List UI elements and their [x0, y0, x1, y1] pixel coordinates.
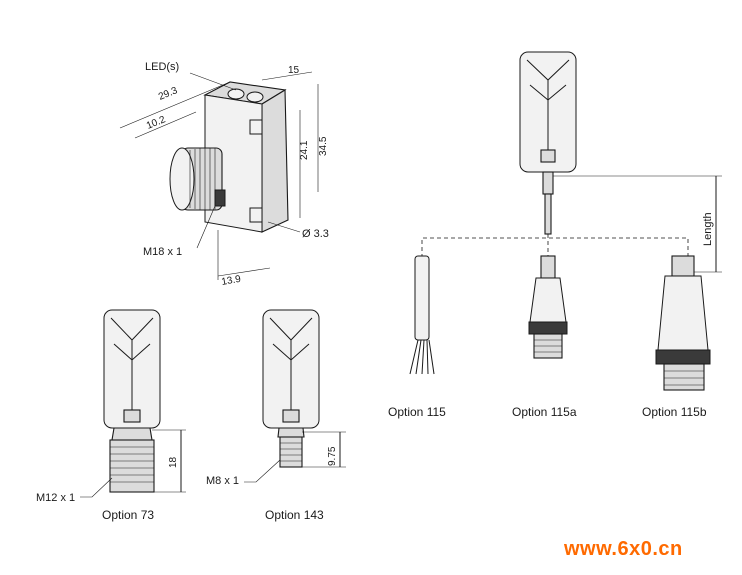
connector-collar — [111, 427, 153, 441]
dim-29-3: 29.3 — [157, 85, 180, 103]
sensor-side-face — [261, 89, 289, 233]
connector-115b-nut — [655, 349, 711, 365]
connector-115b-thread — [663, 363, 705, 391]
cable — [544, 193, 552, 235]
sensor-3d-view: LED(s) 15 29.3 10.2 24.1 34.5 13.9 M18 x… — [119, 61, 329, 288]
dim-18: 18 — [168, 456, 179, 468]
lens-face — [169, 147, 195, 211]
hole-diameter-label: Ø 3.3 — [302, 228, 329, 240]
dim-13-9: 13.9 — [221, 274, 243, 288]
led-dome — [246, 91, 264, 103]
option-143-view: 9.75 M8 x 1 Option 143 — [206, 309, 346, 522]
m12-thread — [109, 439, 155, 493]
connector-115b-body — [657, 275, 709, 351]
open-cable — [414, 255, 430, 341]
connector-115a-body — [529, 277, 567, 323]
m8-thread-label: M8 x 1 — [206, 475, 239, 487]
option-73-view: 18 M12 x 1 Option 73 — [36, 309, 186, 522]
m18-thread-label: M18 x 1 — [143, 246, 182, 258]
dim-34-5: 34.5 — [318, 136, 329, 156]
connector-collar — [277, 427, 305, 438]
option-115b-label: Option 115b — [642, 405, 707, 419]
cable-variant-view: Length Option 115 Option 115a Option 115… — [388, 51, 722, 419]
mounting-hole — [249, 119, 263, 135]
option-73-label: Option 73 — [102, 508, 154, 522]
leds-label: LED(s) — [145, 61, 179, 73]
dim-24-1: 24.1 — [299, 140, 310, 160]
dim-9-75: 9.75 — [327, 446, 338, 466]
dim-15: 15 — [288, 65, 300, 76]
option-115a-label: Option 115a — [512, 405, 577, 419]
option-143-label: Option 143 — [265, 508, 324, 522]
cable-gland — [542, 171, 554, 195]
length-label: Length — [702, 212, 714, 246]
branch-line — [421, 237, 689, 258]
mounting-hole — [249, 207, 263, 223]
m8-thread — [279, 436, 303, 468]
nut-tab — [214, 189, 226, 207]
led-dome — [227, 88, 245, 100]
m12-thread-label: M12 x 1 — [36, 492, 75, 504]
option-115-label: Option 115 — [388, 405, 446, 419]
watermark: www.6x0.cn — [564, 538, 683, 560]
connector-115a-nut — [528, 321, 568, 335]
